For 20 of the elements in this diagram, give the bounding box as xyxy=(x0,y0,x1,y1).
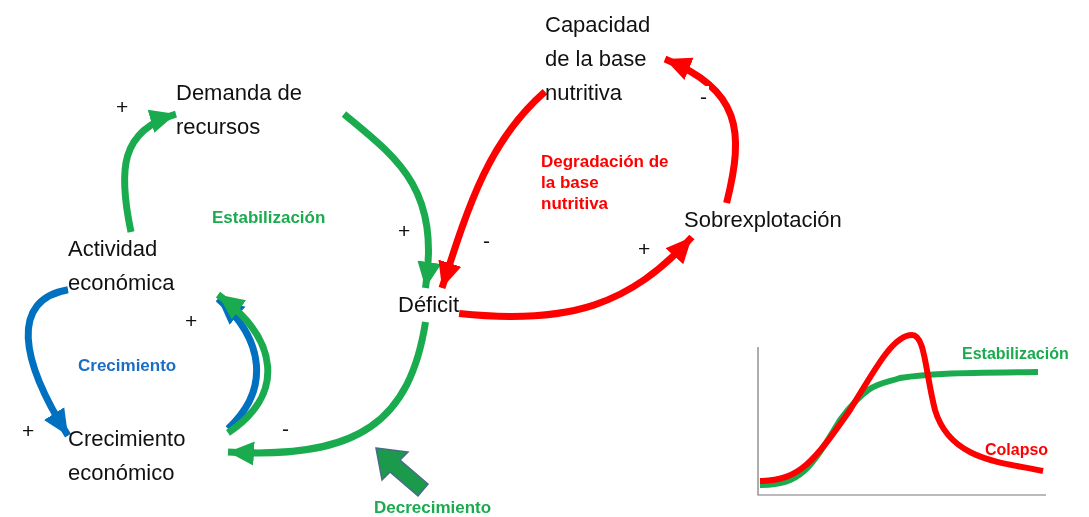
arrow xyxy=(215,291,272,436)
arrow xyxy=(438,89,548,290)
variable-label: Déficit xyxy=(398,288,460,322)
variable-label: Crecimiento económico xyxy=(68,422,228,490)
arrow xyxy=(24,286,71,438)
variable-label: Demanda de recursos xyxy=(176,76,344,144)
variable-label: Capacidad de la base nutritiva xyxy=(545,8,665,110)
curve-label: Colapso xyxy=(985,440,1049,460)
loop-label: Decrecimiento xyxy=(374,497,492,517)
loop-label: Crecimiento xyxy=(78,355,177,376)
arrow xyxy=(341,111,441,289)
loop-label: Degradación de la base nutritiva xyxy=(541,151,669,214)
arrow xyxy=(663,55,739,204)
loop-label: Estabilización xyxy=(212,207,326,228)
arrow xyxy=(227,321,429,465)
variable-label: Actividad económica xyxy=(68,232,218,300)
arrow xyxy=(458,234,695,320)
arrow xyxy=(120,110,178,233)
curve-label: Estabilización xyxy=(962,344,1069,364)
variable-label: Sobrexplotación xyxy=(684,203,842,237)
